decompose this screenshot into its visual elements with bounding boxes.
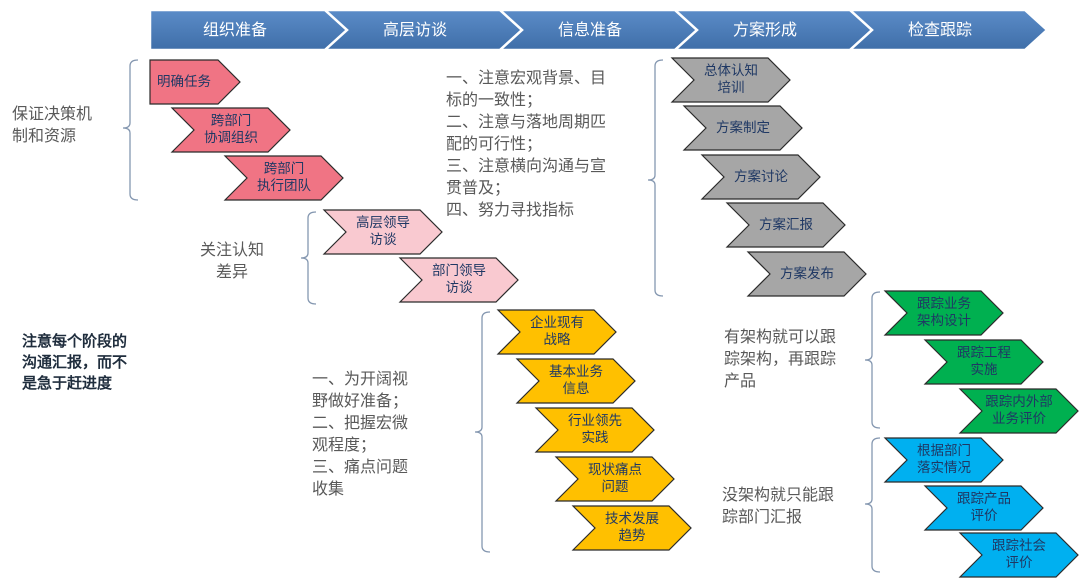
chevron-info-strategy: 企业现有 战略	[530, 315, 584, 348]
stage-label-plan: 方案形成	[732, 20, 797, 39]
org-group-label: 保证决策机 制和资源	[12, 104, 93, 145]
chevron-track-arch-design: 跟踪业务 架构设计	[917, 296, 971, 329]
chevron-track-dept-status: 根据部门 落实情况	[917, 443, 971, 476]
chevron-info-tech: 技术发展 趋势	[605, 511, 659, 544]
chevron-interview-dept: 部门领导 访谈	[432, 263, 486, 296]
stage-chevron	[846, 8, 1049, 52]
track-dept-label: 没架构就只能跟 踪部门汇报	[722, 485, 835, 526]
interview-group-label: 关注认知 差异	[200, 240, 265, 281]
chevron-plan-release-shape	[746, 251, 867, 297]
chevron-track-product-eval: 跟踪产品 评价	[957, 491, 1011, 524]
chevron-track-engineering: 跟踪工程 实施	[957, 345, 1011, 378]
chevron-plan-define: 方案制定	[716, 119, 770, 136]
emphasis-note: 注意每个阶段的 沟通汇报，而不 是急于赶进度	[22, 332, 128, 392]
chevron-track-social-eval-shape	[958, 532, 1079, 578]
chevron-org-exec-shape	[223, 155, 344, 201]
chevron-info-practice: 行业领先 实践	[568, 413, 622, 446]
info-group-label: 一、为开阔视 野做好准备； 二、把握宏微 观程度； 三、痛点问题 收集	[312, 369, 409, 498]
chevron-org-task-shape	[149, 59, 241, 105]
chevron-track-engineering-shape	[923, 339, 1044, 385]
chevron-track-product-eval-shape	[923, 485, 1044, 531]
brace-bracket	[300, 211, 317, 305]
stage-label-tracking: 检查跟踪	[907, 20, 972, 39]
track-arch-label: 有架构就可以跟 踪架构，再跟踪 产品	[724, 327, 837, 390]
chevron-org-coord: 跨部门 协调组织	[204, 113, 258, 146]
chevron-info-business: 基本业务 信息	[549, 364, 603, 397]
stage-header-bar	[148, 8, 1049, 52]
chevron-info-business-shape	[515, 358, 636, 404]
brace-bracket	[864, 291, 881, 429]
chevron-track-social-eval: 跟踪社会 评价	[992, 538, 1046, 571]
chevron-interview-dept-shape	[398, 257, 519, 303]
chevron-info-pain: 现状痛点 问题	[588, 462, 642, 495]
chevron-org-exec: 跨部门 执行团队	[257, 161, 311, 194]
chevron-plan-define-shape	[682, 105, 803, 151]
brackets	[122, 59, 881, 573]
chevron-plan-training-shape	[670, 57, 791, 103]
chevron-org-coord-shape	[170, 107, 291, 153]
chevron-info-practice-shape	[534, 407, 655, 453]
brace-bracket	[122, 59, 139, 201]
chevron-interview-exec-shape	[322, 209, 443, 255]
brace-bracket	[474, 311, 491, 553]
stage-label-info-prep: 信息准备	[557, 20, 622, 39]
chevron-info-tech-shape	[571, 505, 692, 551]
chevron-track-dept-status-shape	[883, 437, 1004, 483]
stage-label-org-prep: 组织准备	[202, 20, 267, 39]
chevron-plan-report-shape	[725, 202, 846, 248]
chevron-plan-training: 总体认知 培训	[704, 63, 758, 96]
chevron-plan-release: 方案发布	[780, 265, 834, 282]
chevron-track-biz-eval: 跟踪内外部 业务评价	[985, 394, 1053, 427]
brace-bracket	[647, 59, 664, 297]
chevron-info-strategy-shape	[496, 309, 617, 355]
stage-label-interview: 高层访谈	[382, 20, 447, 39]
chevron-info-pain-shape	[554, 456, 675, 502]
brace-bracket	[864, 437, 881, 573]
chevron-org-task: 明确任务	[157, 73, 211, 90]
chevron-plan-discuss: 方案讨论	[734, 168, 788, 185]
chevron-track-arch-design-shape	[883, 290, 1004, 336]
chevron-shapes	[149, 57, 1079, 578]
info-prep-notes: 一、注意宏观背景、目 标的一致性； 二、注意与落地周期匹 配的可行性； 三、注意…	[446, 68, 607, 219]
chevron-interview-exec: 高层领导 访谈	[356, 215, 410, 248]
chevron-plan-discuss-shape	[700, 154, 821, 200]
chevron-plan-report: 方案汇报	[759, 216, 813, 233]
chevron-track-biz-eval-shape	[958, 388, 1079, 434]
